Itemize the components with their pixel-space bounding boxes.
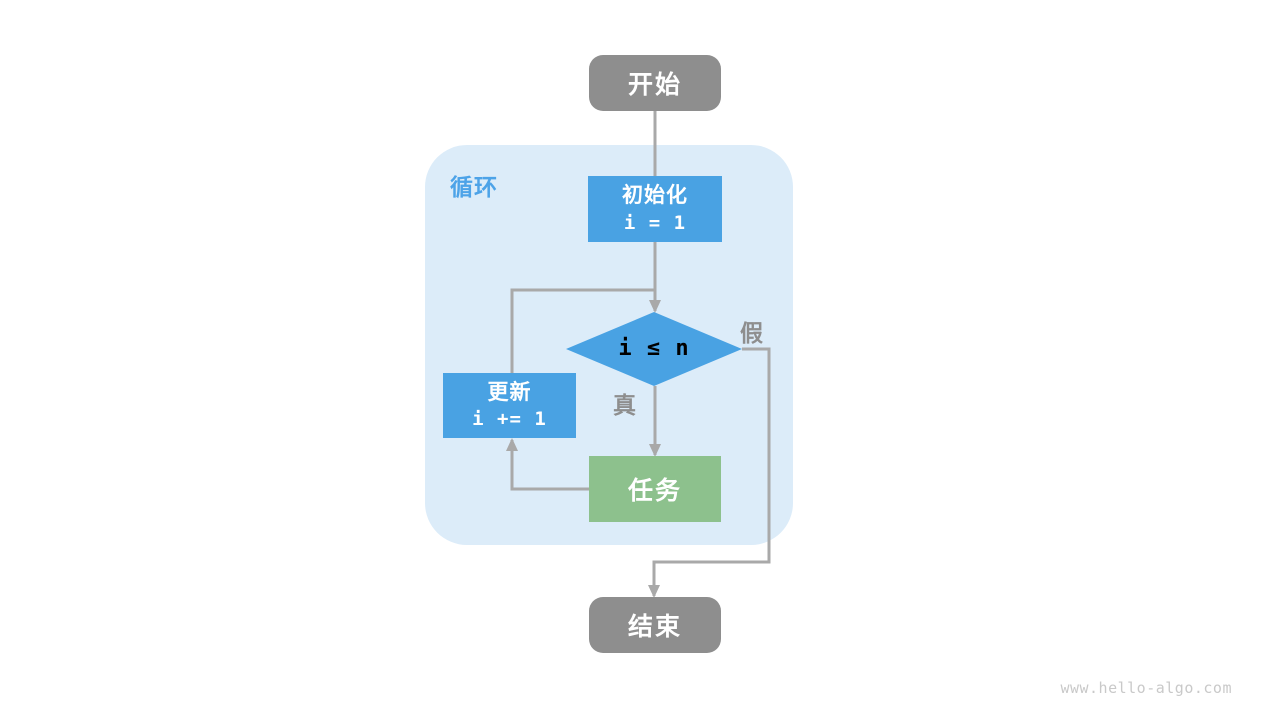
end-node: 结束 bbox=[589, 597, 721, 653]
init-node-label: 初始化 bbox=[622, 184, 688, 208]
edge-condition-to-end bbox=[648, 347, 771, 598]
task-node: 任务 bbox=[589, 456, 721, 522]
start-node: 开始 bbox=[589, 55, 721, 111]
false-branch-label: 假 bbox=[740, 320, 763, 346]
init-node: 初始化 i = 1 bbox=[588, 176, 722, 242]
update-node-code: i += 1 bbox=[472, 408, 547, 431]
update-node-label: 更新 bbox=[487, 380, 532, 404]
end-node-label: 结束 bbox=[627, 613, 682, 641]
task-node-label: 任务 bbox=[627, 477, 682, 505]
watermark: www.hello-algo.com bbox=[1060, 679, 1232, 697]
edge-update-to-condition bbox=[510, 288, 655, 374]
true-branch-label: 真 bbox=[613, 392, 636, 418]
update-node: 更新 i += 1 bbox=[443, 373, 576, 438]
edge-task-to-update bbox=[506, 438, 590, 491]
init-node-code: i = 1 bbox=[623, 211, 687, 234]
start-node-label: 开始 bbox=[627, 71, 682, 99]
condition-node-code: i ≤ n bbox=[618, 335, 690, 361]
loop-container-label: 循环 bbox=[450, 174, 498, 200]
